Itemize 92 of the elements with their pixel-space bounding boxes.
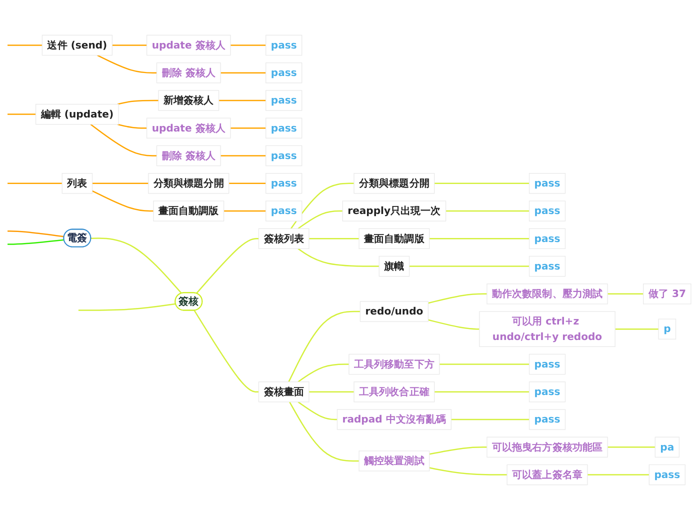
connector-line — [220, 155, 266, 156]
connector-line — [196, 238, 259, 294]
connector-line — [298, 364, 349, 382]
connector-line — [608, 293, 644, 295]
connector-line — [194, 310, 259, 393]
text-node: 簽核列表 — [258, 228, 310, 249]
text-node: pass — [266, 145, 302, 166]
connector-line — [428, 293, 487, 304]
connector-line — [90, 238, 182, 294]
text-node: 畫面自動調版 — [358, 228, 430, 249]
connector-line — [429, 446, 487, 455]
connector-line — [92, 182, 148, 184]
text-node: 簽核畫面 — [258, 382, 310, 402]
connector-line — [8, 239, 64, 245]
text-node: 送件 (send) — [42, 34, 112, 56]
connector-line — [298, 401, 338, 420]
connector-line — [78, 303, 176, 311]
connector-line — [8, 114, 36, 115]
connector-line — [224, 210, 266, 212]
connector-line — [290, 182, 354, 229]
text-node: pass — [266, 62, 302, 84]
connector-line — [218, 100, 266, 102]
connector-line — [615, 328, 659, 330]
text-node: 旗幟 — [378, 256, 410, 277]
connector-line — [429, 467, 508, 476]
connector-line — [608, 446, 656, 448]
connector-line — [439, 364, 530, 365]
connector-line — [434, 182, 530, 184]
text-node: 可以蓋上簽名章 — [506, 464, 588, 486]
text-node: 動作次數限制、壓力測試 — [486, 284, 608, 304]
connector-line — [117, 124, 147, 129]
text-node: reapply只出現一次 — [342, 200, 446, 222]
connector-line — [220, 72, 266, 74]
connector-line — [289, 402, 360, 462]
connector-line — [230, 127, 266, 129]
connector-line — [112, 44, 147, 46]
text-node: pass — [648, 464, 686, 486]
text-node: pass — [266, 173, 302, 194]
connector-line — [308, 391, 354, 393]
text-node: 列表 — [62, 173, 93, 194]
connector-line — [92, 190, 154, 212]
connector-line — [587, 474, 650, 476]
text-node: pass — [266, 90, 302, 111]
text-node: 新增簽核人 — [158, 90, 220, 111]
connector-line — [8, 182, 62, 184]
connector-line — [90, 124, 157, 156]
text-node: 分類與標題分開 — [354, 173, 435, 194]
text-node: 畫面自動調版 — [153, 200, 224, 222]
text-node: pass — [528, 256, 566, 277]
connector-line — [8, 230, 64, 238]
connector-line — [288, 310, 360, 382]
connector-line — [117, 100, 158, 105]
text-node: 刪除 簽核人 — [156, 145, 221, 166]
text-node: p — [658, 318, 676, 340]
text-node: update 簽核人 — [146, 34, 231, 56]
connector-line — [428, 319, 480, 330]
connector-line — [409, 266, 530, 267]
text-node: 做了 37 — [643, 284, 692, 304]
connector-line — [298, 248, 380, 267]
text-node: 分類與標題分開 — [148, 173, 230, 194]
text-node: 刪除 簽核人 — [156, 62, 221, 84]
connector-line — [429, 238, 530, 240]
text-node: pass — [528, 409, 566, 430]
connector-line — [451, 418, 530, 420]
connector-line — [230, 44, 266, 46]
text-node: pa — [654, 436, 680, 458]
text-node: pass — [528, 354, 566, 375]
text-node: 可以用 ctrl+z undo/ctrl+y redodo — [479, 311, 616, 347]
connector-line — [228, 182, 266, 184]
topic-node: 簽核 — [174, 292, 203, 311]
text-node: pass — [528, 200, 566, 222]
text-node: radpad 中文沒有亂碼 — [336, 409, 452, 430]
connector-line — [308, 238, 360, 240]
connector-line — [434, 391, 530, 393]
connector-line — [298, 210, 343, 230]
topic-node: 電簽 — [63, 228, 92, 248]
text-node: pass — [528, 173, 566, 194]
connector-line — [446, 210, 530, 212]
text-node: pass — [528, 228, 566, 249]
text-node: 觸控裝置測試 — [358, 450, 430, 472]
text-node: pass — [266, 34, 302, 56]
text-node: 編輯 (update) — [35, 104, 119, 125]
connector-line — [8, 44, 42, 46]
text-node: 工具列收合正確 — [354, 382, 435, 402]
text-node: update 簽核人 — [146, 118, 231, 138]
text-node: pass — [528, 382, 566, 402]
text-node: pass — [266, 118, 302, 138]
text-node: redo/undo — [360, 301, 428, 322]
text-node: 可以拖曳右方簽核功能區 — [486, 436, 608, 458]
connector-line — [97, 54, 157, 74]
text-node: pass — [266, 200, 302, 222]
text-node: 工具列移動至下方 — [348, 354, 440, 375]
